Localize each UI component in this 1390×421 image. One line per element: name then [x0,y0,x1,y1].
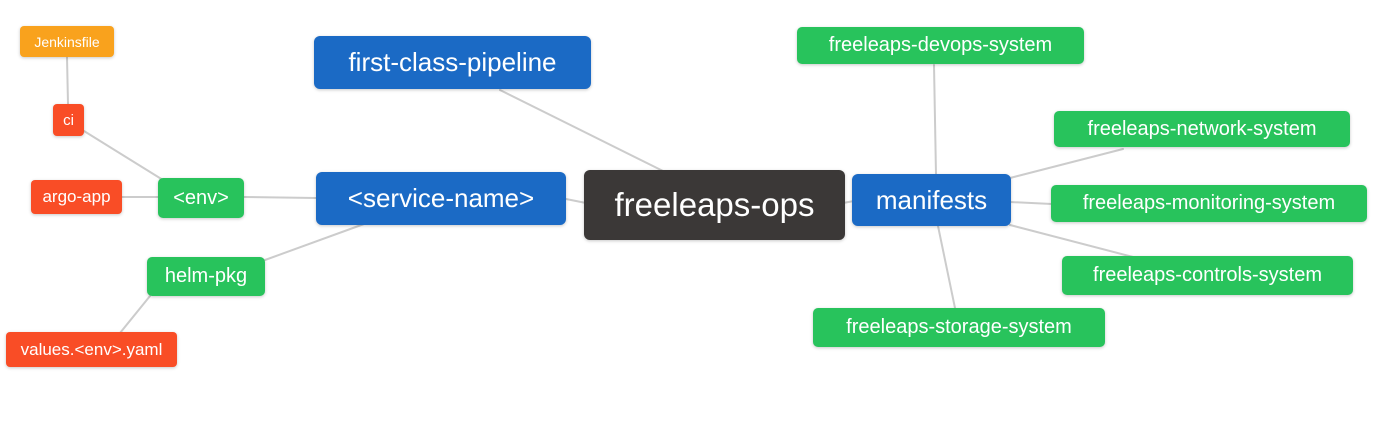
edge-jenkinsfile-ci [66,56,69,105]
node-service-name[interactable]: <service-name> [316,172,566,225]
edge-manifests-controls [1009,224,1134,258]
node-ci[interactable]: ci [53,104,84,136]
node-freeleaps-controls-system[interactable]: freeleaps-controls-system [1062,256,1353,295]
node-jenkinsfile[interactable]: Jenkinsfile [20,26,114,57]
node-first-class-pipeline[interactable]: first-class-pipeline [314,36,591,89]
edge-ci-env [83,130,164,181]
node-manifests[interactable]: manifests [852,174,1011,226]
node-freeleaps-network-system[interactable]: freeleaps-network-system [1054,111,1350,147]
edge-service-name-root [565,198,587,204]
edge-env-service-name [243,196,317,199]
node-freeleaps-storage-system[interactable]: freeleaps-storage-system [813,308,1105,347]
node-helm-pkg[interactable]: helm-pkg [147,257,265,296]
node-freeleaps-devops-system[interactable]: freeleaps-devops-system [797,27,1084,64]
edge-manifests-network [1009,148,1124,179]
node-freeleaps-ops[interactable]: freeleaps-ops [584,170,845,240]
node-freeleaps-monitoring-system[interactable]: freeleaps-monitoring-system [1051,185,1367,222]
edge-pipeline-root [499,89,664,172]
node-env[interactable]: <env> [158,178,244,218]
edge-values-helm-pkg [119,295,151,334]
edge-helm-pkg-service-name [264,223,365,261]
edge-manifests-monitoring [1009,201,1053,205]
node-argo-app[interactable]: argo-app [31,180,122,214]
node-values-env-yaml[interactable]: values.<env>.yaml [6,332,177,367]
edge-manifests-storage [937,225,956,309]
edge-manifests-devops [933,64,937,176]
